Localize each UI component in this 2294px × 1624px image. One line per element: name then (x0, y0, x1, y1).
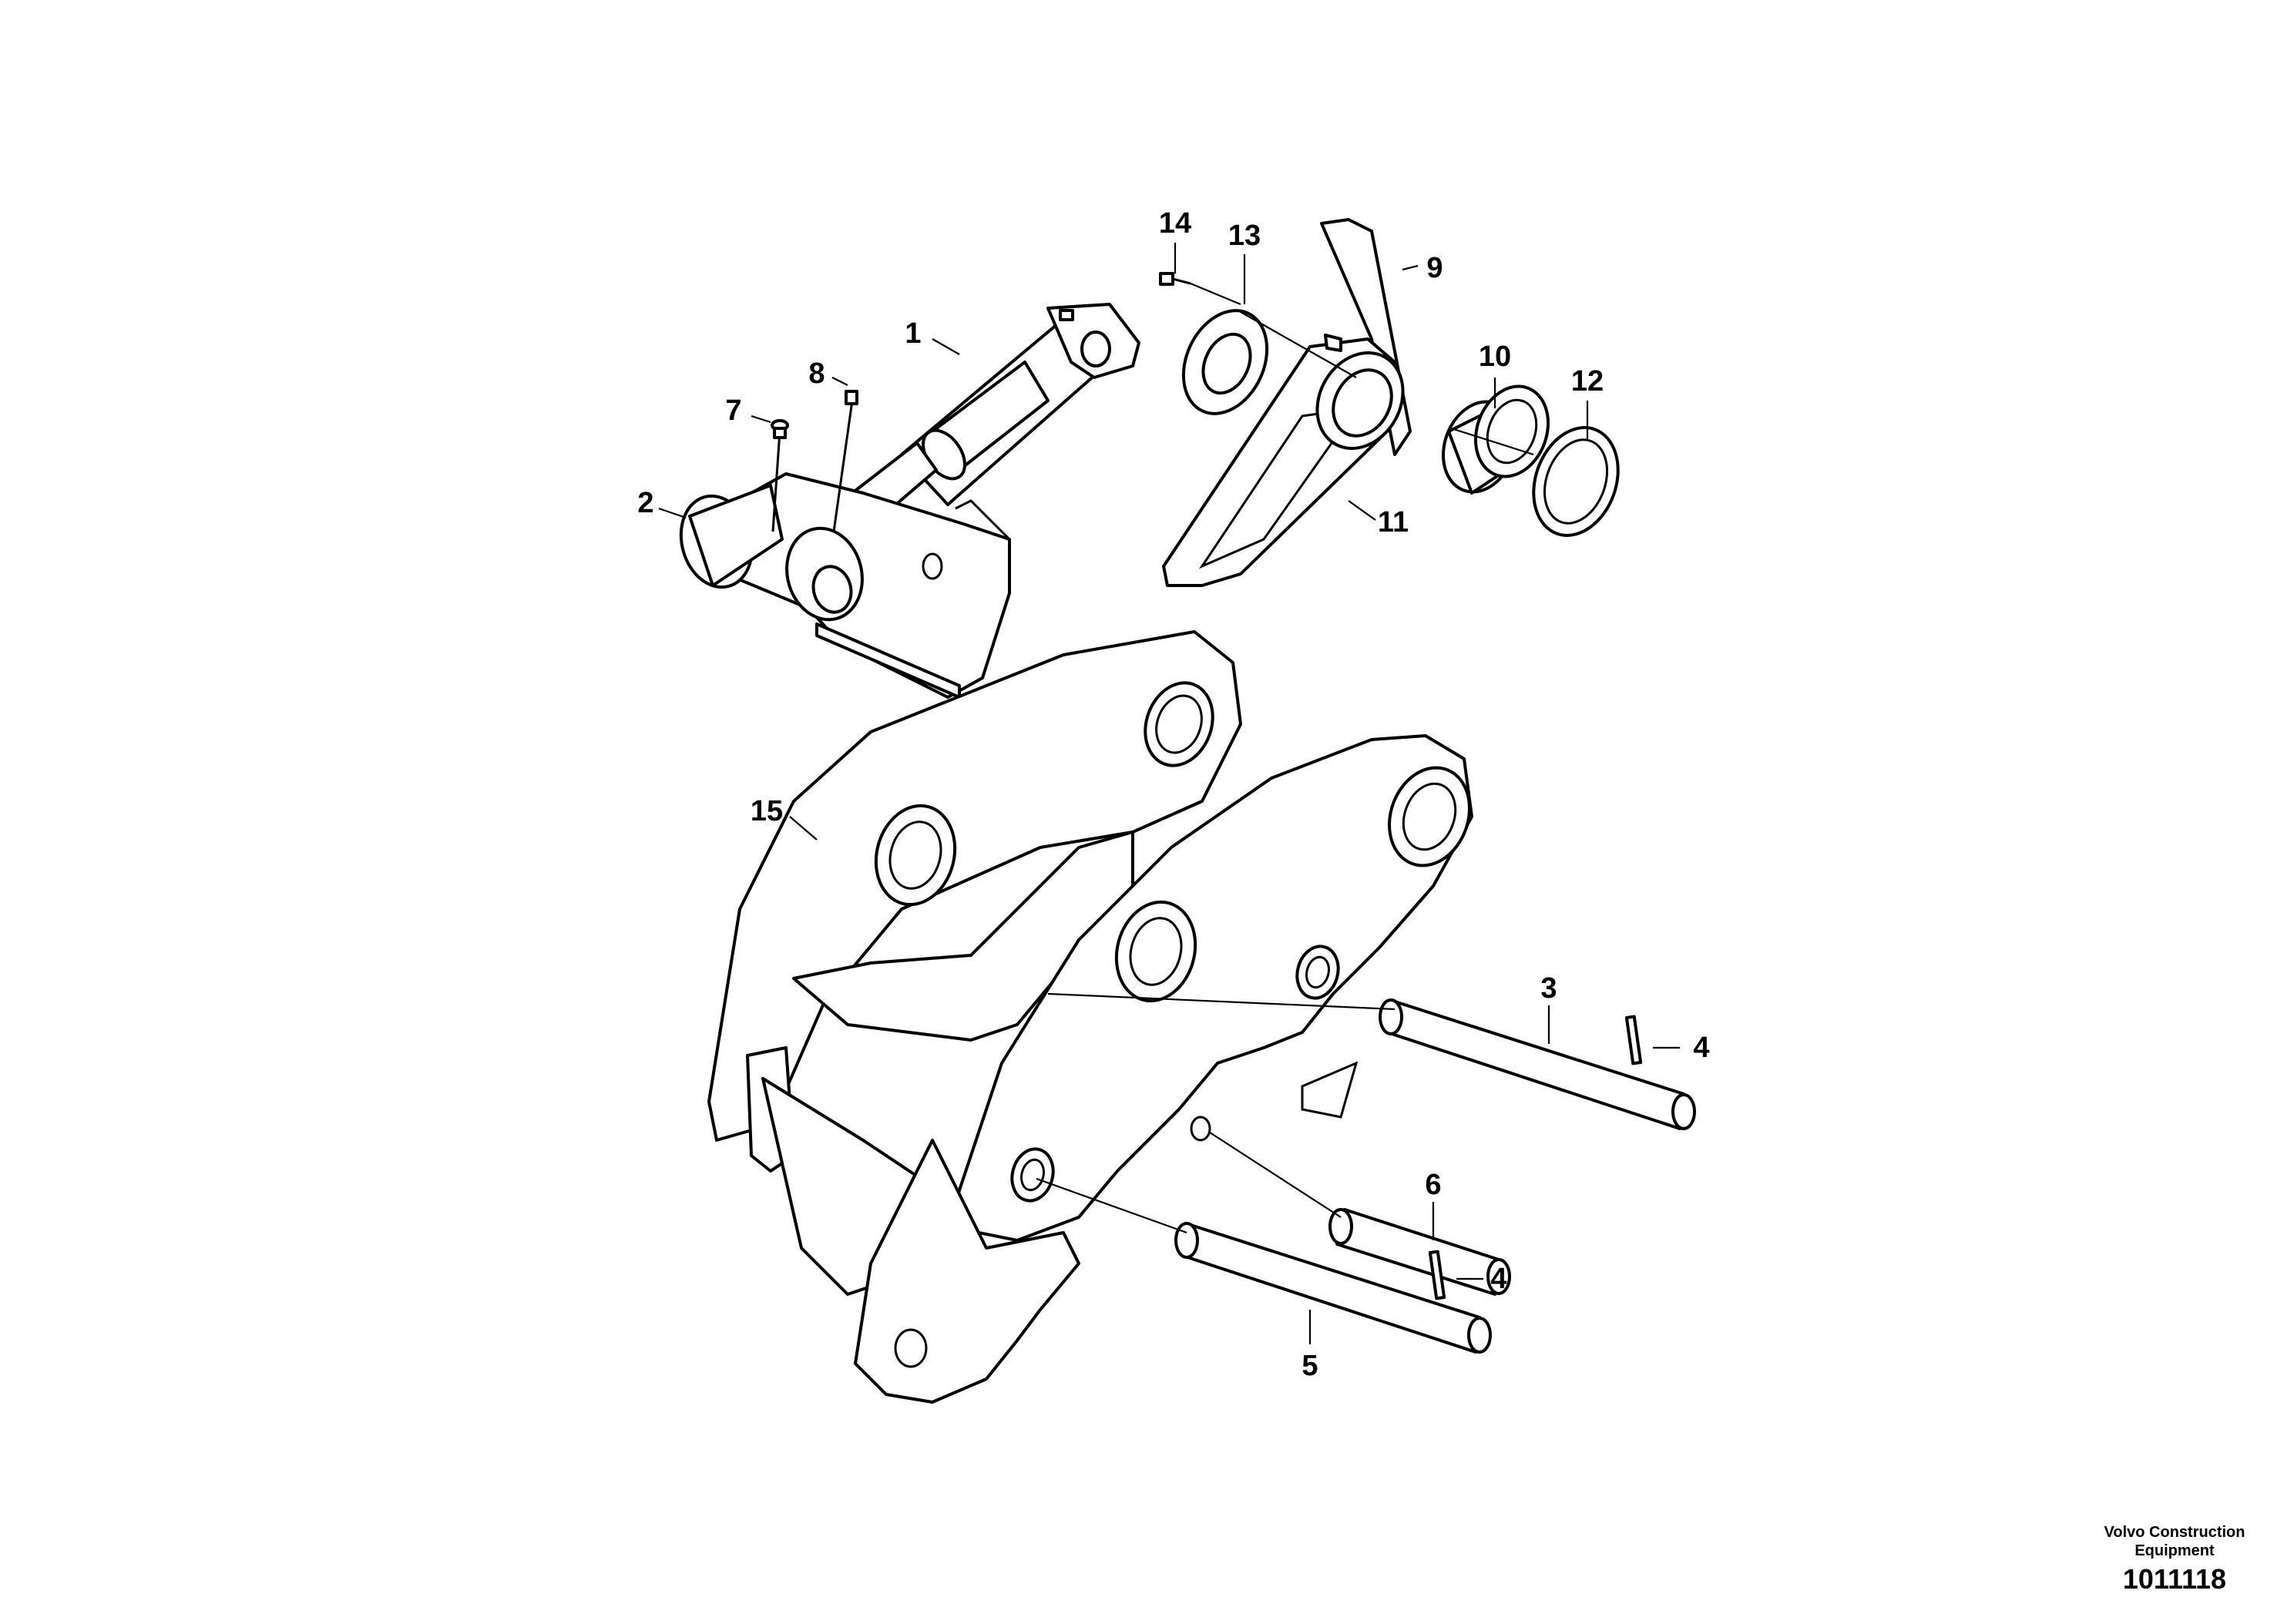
callout-7: 7 (725, 394, 741, 427)
screw-14-icon (1159, 272, 1191, 286)
pin-5 (1174, 1222, 1492, 1354)
callout-2: 2 (637, 487, 653, 519)
lever-arm (1162, 218, 1412, 587)
callout-8: 8 (808, 357, 825, 390)
bushing-10 (1441, 384, 1550, 495)
callout-4: 4 (1490, 1263, 1506, 1295)
callout-9: 9 (1426, 252, 1443, 284)
callout-6: 6 (1425, 1169, 1441, 1201)
screw-7-icon (771, 419, 789, 532)
screw-8-icon (832, 390, 858, 532)
callout-15: 15 (751, 795, 783, 827)
brand-line-2: Equipment (2134, 1542, 2215, 1559)
callout-10: 10 (1479, 341, 1511, 373)
callout-5: 5 (1302, 1350, 1318, 1382)
pin-6 (1328, 1208, 1511, 1296)
washer-13 (1181, 309, 1269, 415)
roll-pin-4-lower-icon (1428, 1250, 1446, 1300)
callout-1: 1 (905, 317, 921, 350)
coupler-frame (707, 630, 1473, 1404)
lock-cylinder-assembly (679, 303, 1140, 699)
document-number: 1011118 (2123, 1563, 2226, 1595)
leader-lines (658, 243, 1680, 1344)
pin-3 (1379, 998, 1696, 1130)
callout-11: 11 (1378, 506, 1409, 539)
callout-12: 12 (1571, 365, 1604, 398)
callout-3: 3 (1540, 972, 1557, 1005)
callout-14: 14 (1159, 207, 1191, 240)
callout-13: 13 (1228, 220, 1261, 252)
seal-ring-12 (1532, 426, 1620, 537)
callout-4: 4 (1693, 1032, 1709, 1064)
roll-pin-4-upper-icon (1624, 1015, 1643, 1065)
brand-line-1: Volvo Construction (2104, 1524, 2245, 1541)
